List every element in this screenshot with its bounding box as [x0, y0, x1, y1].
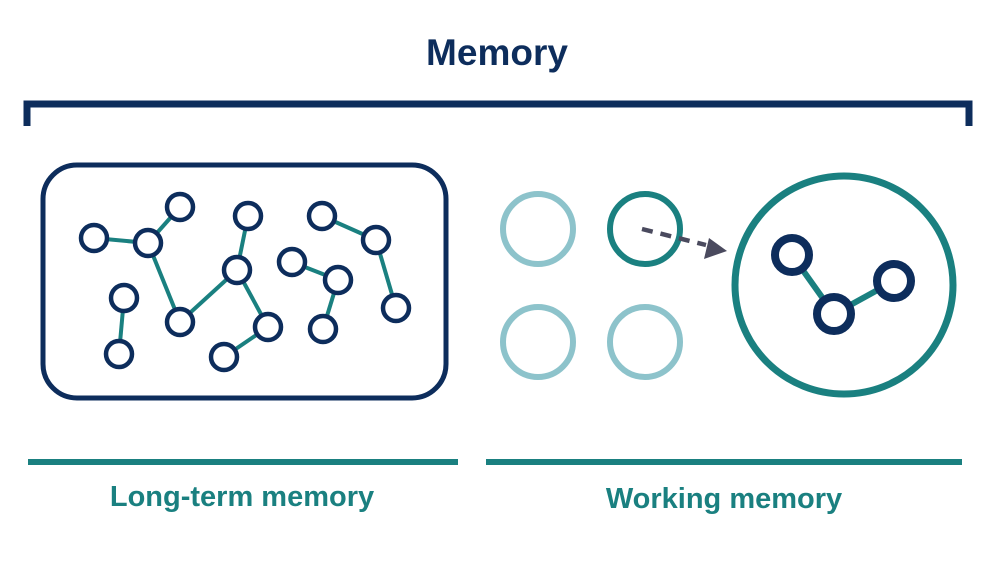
working-memory-slot-empty	[500, 304, 576, 380]
working-underline	[486, 459, 962, 465]
network-node	[232, 200, 264, 232]
network-node	[132, 227, 164, 259]
network-node	[360, 224, 392, 256]
network-node	[108, 282, 140, 314]
chunk-node	[771, 234, 813, 276]
network-node	[307, 313, 339, 345]
working-memory-chunk	[771, 234, 915, 335]
chunk-node	[813, 293, 855, 335]
chunk-node	[873, 260, 915, 302]
network-node	[306, 200, 338, 232]
network-node	[164, 306, 196, 338]
network-node	[208, 341, 240, 373]
long-term-memory-box	[40, 162, 449, 401]
long-term-memory-label: Long-term memory	[110, 481, 374, 513]
network-node	[103, 338, 135, 370]
network-node	[221, 254, 253, 286]
network-node	[252, 311, 284, 343]
working-memory-focus-circle	[731, 172, 957, 398]
network-node	[380, 292, 412, 324]
network-node	[276, 246, 308, 278]
arrow-head-icon	[704, 238, 727, 259]
network-node	[78, 222, 110, 254]
diagram-title: Memory	[426, 32, 568, 73]
working-memory-slot-empty	[607, 304, 683, 380]
long-term-underline	[28, 459, 458, 465]
working-memory-slot-active	[607, 191, 683, 267]
memory-bracket	[23, 100, 973, 126]
network-node	[164, 191, 196, 223]
long-term-network-nodes	[78, 191, 412, 373]
retrieval-arrow	[641, 226, 727, 259]
working-memory-label: Working memory	[606, 483, 842, 515]
network-node	[322, 264, 354, 296]
working-memory-slot-empty	[500, 191, 576, 267]
